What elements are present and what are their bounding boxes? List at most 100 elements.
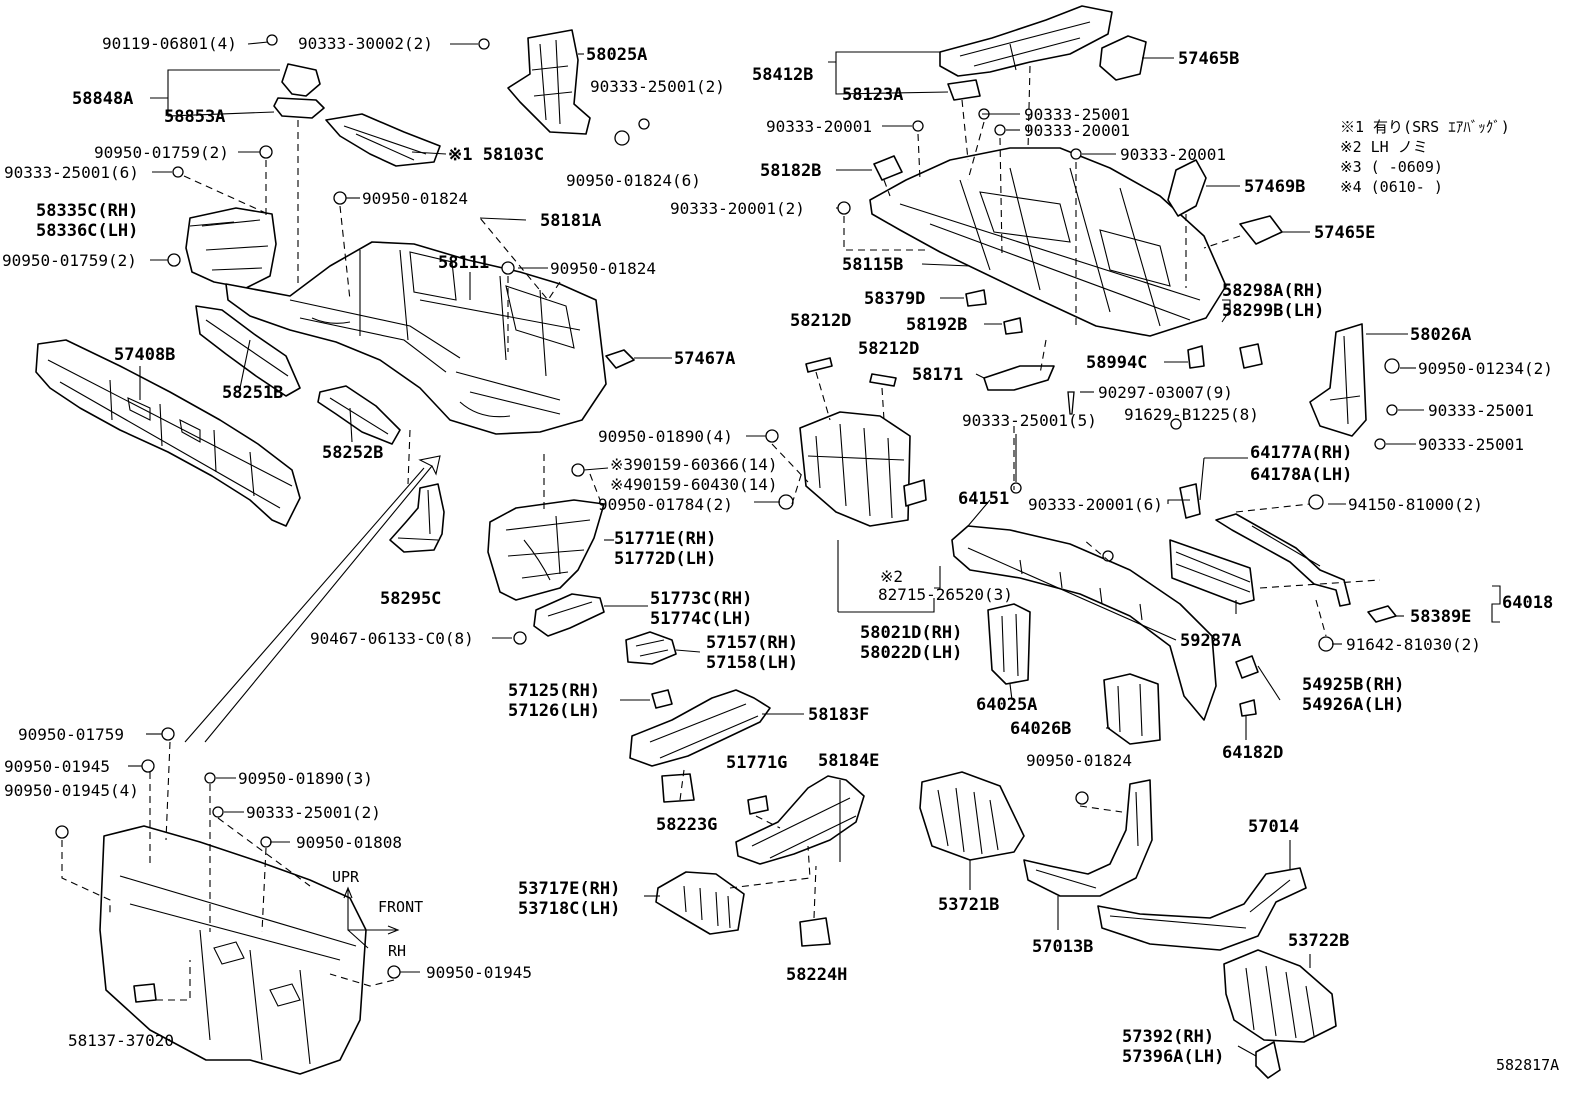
part-58295c	[389, 483, 445, 553]
note-3: ※3 ( -0609)	[1340, 158, 1443, 176]
label-57125: 57125(RH)	[508, 681, 600, 701]
label-82715-26520: 82715-26520(3)	[878, 585, 1013, 604]
part-53717e	[655, 871, 745, 935]
label-58223g: 58223G	[656, 815, 717, 835]
note-4: ※4 (0610- )	[1340, 178, 1443, 196]
label-58335c: 58335C(RH)	[36, 201, 138, 221]
label-58137-37020: 58137-37020	[68, 1031, 174, 1050]
note-2: ※2 LH ノミ	[1340, 138, 1428, 156]
label-90333-25001-a: 90333-25001(2)	[590, 77, 725, 96]
part-57465e	[1239, 215, 1283, 245]
part-57157	[625, 631, 677, 665]
label-58224h: 58224H	[786, 965, 847, 985]
label-58025a: 58025A	[586, 45, 647, 65]
part-58171	[983, 365, 1055, 391]
part-58212d-b	[869, 373, 897, 387]
label-57469b: 57469B	[1244, 177, 1305, 197]
part-58848a	[281, 63, 321, 97]
label-90950-01234: 90950-01234(2)	[1418, 359, 1553, 378]
part-58192b	[1003, 317, 1023, 335]
part-labels: 90119-06801(4) 90333-30002(2) 58025A 588…	[2, 34, 1559, 1074]
note-1: ※1 有り(SRS ｴｱﾊﾞｯｸﾞ)	[1340, 118, 1510, 136]
label-upr: UPR	[332, 868, 360, 886]
label-64177a: 64177A(RH)	[1250, 443, 1352, 463]
part-57467a	[605, 349, 635, 369]
label-90950-01784: 90950-01784(2)	[598, 495, 733, 514]
label-57465e: 57465E	[1314, 223, 1375, 243]
part-58379d	[965, 289, 987, 307]
label-58111: 58111	[438, 253, 489, 273]
part-58212d-a	[805, 357, 833, 373]
label-90950-01824-a: 90950-01824(6)	[566, 171, 701, 190]
fasteners	[55, 34, 1400, 979]
part-58182b	[873, 155, 903, 181]
label-90333-25001-g: 90333-25001(5)	[962, 411, 1097, 430]
label-58848a: 58848A	[72, 89, 133, 109]
label-57158: 57158(LH)	[706, 653, 798, 673]
part-58224h	[799, 917, 831, 947]
part-58115b-rear-floor	[869, 147, 1227, 337]
label-90950-01945-a: 90950-01945	[4, 757, 110, 776]
label-58389e: 58389E	[1410, 607, 1471, 627]
label-90950-01759-c: 90950-01759	[18, 725, 124, 744]
label-90950-01890-b: 90950-01890(3)	[238, 769, 373, 788]
label-57126: 57126(LH)	[508, 701, 600, 721]
part-64018	[1215, 513, 1351, 607]
label-51771e: 51771E(RH)	[614, 529, 716, 549]
part-57013b	[1023, 779, 1153, 897]
label-90333-20001-a: 90333-20001	[766, 117, 872, 136]
label-54926a: 54926A(LH)	[1302, 695, 1404, 715]
label-64025a: 64025A	[976, 695, 1037, 715]
label-53717e: 53717E(RH)	[518, 879, 620, 899]
part-64025a	[987, 603, 1031, 685]
label-90333-20001-c: 90333-20001	[1120, 145, 1226, 164]
label-54925b: 54925B(RH)	[1302, 675, 1404, 695]
label-90119-06801: 90119-06801(4)	[102, 34, 237, 53]
leader-lines	[128, 41, 1501, 1057]
part-58183f	[629, 689, 771, 767]
label-90950-01945-c: 90950-01945	[426, 963, 532, 982]
label-90950-01945-b: 90950-01945(4)	[4, 781, 139, 800]
label-90950-01808: 90950-01808	[296, 833, 402, 852]
part-51771e	[487, 499, 605, 601]
label-53718c: 53718C(LH)	[518, 899, 620, 919]
part-58412b	[939, 5, 1113, 77]
label-90950-01890-a: 90950-01890(4)	[598, 427, 733, 446]
label-58853a: 58853A	[164, 107, 225, 127]
label-59287a: 59287A	[1180, 631, 1241, 651]
part-58184e	[735, 775, 865, 865]
label-57408b: 57408B	[114, 345, 175, 365]
label-58298a: 58298A(RH)	[1222, 281, 1324, 301]
part-58298a	[1239, 343, 1263, 369]
part-51771g	[747, 795, 769, 815]
label-front: FRONT	[378, 898, 423, 916]
notes: ※1 有り(SRS ｴｱﾊﾞｯｸﾞ) ※2 LH ノミ ※3 ( -0609) …	[1340, 118, 1510, 196]
label-90333-20001-b: 90333-20001	[1024, 121, 1130, 140]
label-64151: 64151	[958, 489, 1009, 509]
part-58026a	[1309, 323, 1367, 437]
label-51772d: 51772D(LH)	[614, 549, 716, 569]
label-58184e: 58184E	[818, 751, 879, 771]
part-57469b	[1167, 159, 1207, 217]
label-90297-03007: 90297-03007(9)	[1098, 383, 1233, 402]
label-57465b: 57465B	[1178, 49, 1239, 69]
part-58025a	[507, 29, 591, 135]
label-51773c: 51773C(RH)	[650, 589, 752, 609]
label-90333-25001-f: 90333-25001	[1418, 435, 1524, 454]
label-91642-81030: 91642-81030(2)	[1346, 635, 1481, 654]
part-58137	[133, 983, 157, 1003]
part-57465b	[1099, 35, 1147, 81]
label-58192b: 58192B	[906, 315, 967, 335]
label-90950-01824-b: 90950-01824	[362, 189, 468, 208]
label-90159-60366: ※390159-60366(14)	[610, 455, 778, 474]
label-58412b: 58412B	[752, 65, 813, 85]
label-note-2-mark: ※2	[880, 567, 903, 586]
part-58853a	[273, 97, 325, 119]
label-64182d: 64182D	[1222, 743, 1283, 763]
part-64151	[951, 525, 1217, 721]
label-91629-b1225: 91629-B1225(8)	[1124, 405, 1259, 424]
part-82715-clip	[903, 479, 927, 507]
label-58123a: 58123A	[842, 85, 903, 105]
label-58251b: 58251B	[222, 383, 283, 403]
